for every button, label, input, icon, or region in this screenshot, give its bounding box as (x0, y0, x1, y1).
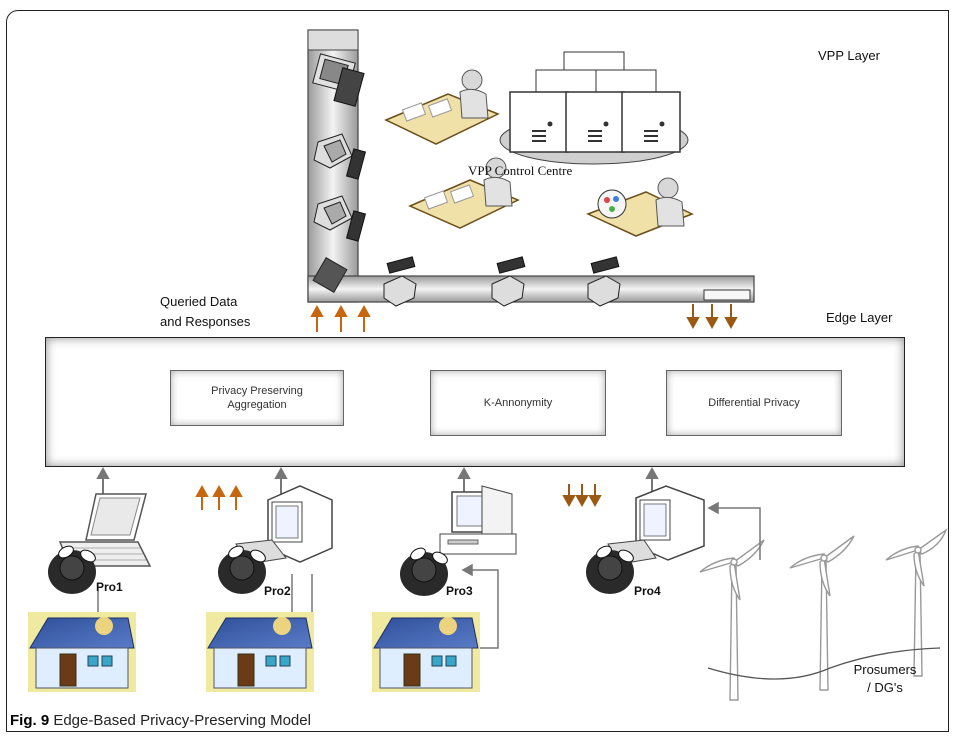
house-connectors (97, 563, 499, 649)
module-privacy-preserving-aggregation: Privacy Preserving Aggregation (170, 370, 344, 426)
pro4-label: Pro4 (634, 584, 661, 598)
terminal-box-2 (313, 195, 367, 242)
queried-data-label-line2: and Responses (160, 314, 251, 329)
pro1-label: Pro1 (96, 580, 123, 594)
figure-number: Fig. 9 (10, 712, 50, 729)
operator-desk-1 (384, 69, 500, 145)
pro2-label: Pro2 (264, 584, 291, 598)
download-arrows-prosumers (562, 484, 602, 508)
figure-caption: Fig. 9 Edge-Based Privacy-Preserving Mod… (10, 712, 311, 729)
wind-turbine-icon-1 (699, 539, 765, 701)
prosumers-label-line1: Prosumers (853, 662, 917, 677)
pro3-label: Pro3 (446, 584, 473, 598)
terminal-horizontal-2 (491, 256, 526, 307)
module-1-line1: Privacy Preserving (211, 385, 303, 397)
upload-arrows-vpp (310, 304, 371, 332)
turbine-grid-line (707, 647, 941, 680)
user-avatar-4 (586, 545, 634, 594)
desktop-computer-icon-3 (439, 485, 517, 555)
figure-frame (6, 10, 949, 732)
user-avatar-2 (218, 545, 266, 594)
laptop-icon (58, 493, 152, 567)
queried-data-label-line1: Queried Data (160, 294, 238, 309)
operator-desk-3 (586, 177, 694, 237)
operator-desk-2 (408, 157, 520, 229)
module-1-line2: Aggregation (227, 399, 287, 411)
vpp-layer-label: VPP Layer (818, 48, 880, 63)
solar-house-icon-2 (206, 612, 314, 692)
server-rack-icon (499, 51, 689, 165)
module-differential-privacy: Differential Privacy (666, 370, 842, 436)
user-avatar-3 (400, 547, 448, 596)
terminal-monitor-top (312, 53, 365, 107)
terminal-horizontal-1 (383, 256, 417, 307)
terminal-box-1 (313, 133, 367, 180)
user-avatar-1 (48, 545, 96, 594)
vpp-control-centre-label: VPP Control Centre (468, 163, 573, 178)
download-arrows-vpp (686, 304, 738, 330)
module-3-label: Differential Privacy (708, 397, 800, 409)
module-2-label: K-Annonymity (483, 397, 553, 409)
wind-turbine-icon-2 (789, 535, 855, 691)
module-k-anonymity: K-Annonymity (430, 370, 606, 436)
prosumers-label-line2: / DG's (867, 680, 903, 695)
solar-house-icon-3 (372, 612, 480, 692)
turbine-to-pro4-link (707, 501, 761, 560)
solar-house-icon-1 (28, 612, 136, 692)
terminal-horizontal-3 (587, 256, 621, 307)
upload-arrows-prosumers (195, 484, 243, 510)
figure-title: Edge-Based Privacy-Preserving Model (49, 712, 311, 729)
wind-turbine-icon-3 (885, 528, 948, 677)
edge-layer-label: Edge Layer (826, 310, 893, 325)
